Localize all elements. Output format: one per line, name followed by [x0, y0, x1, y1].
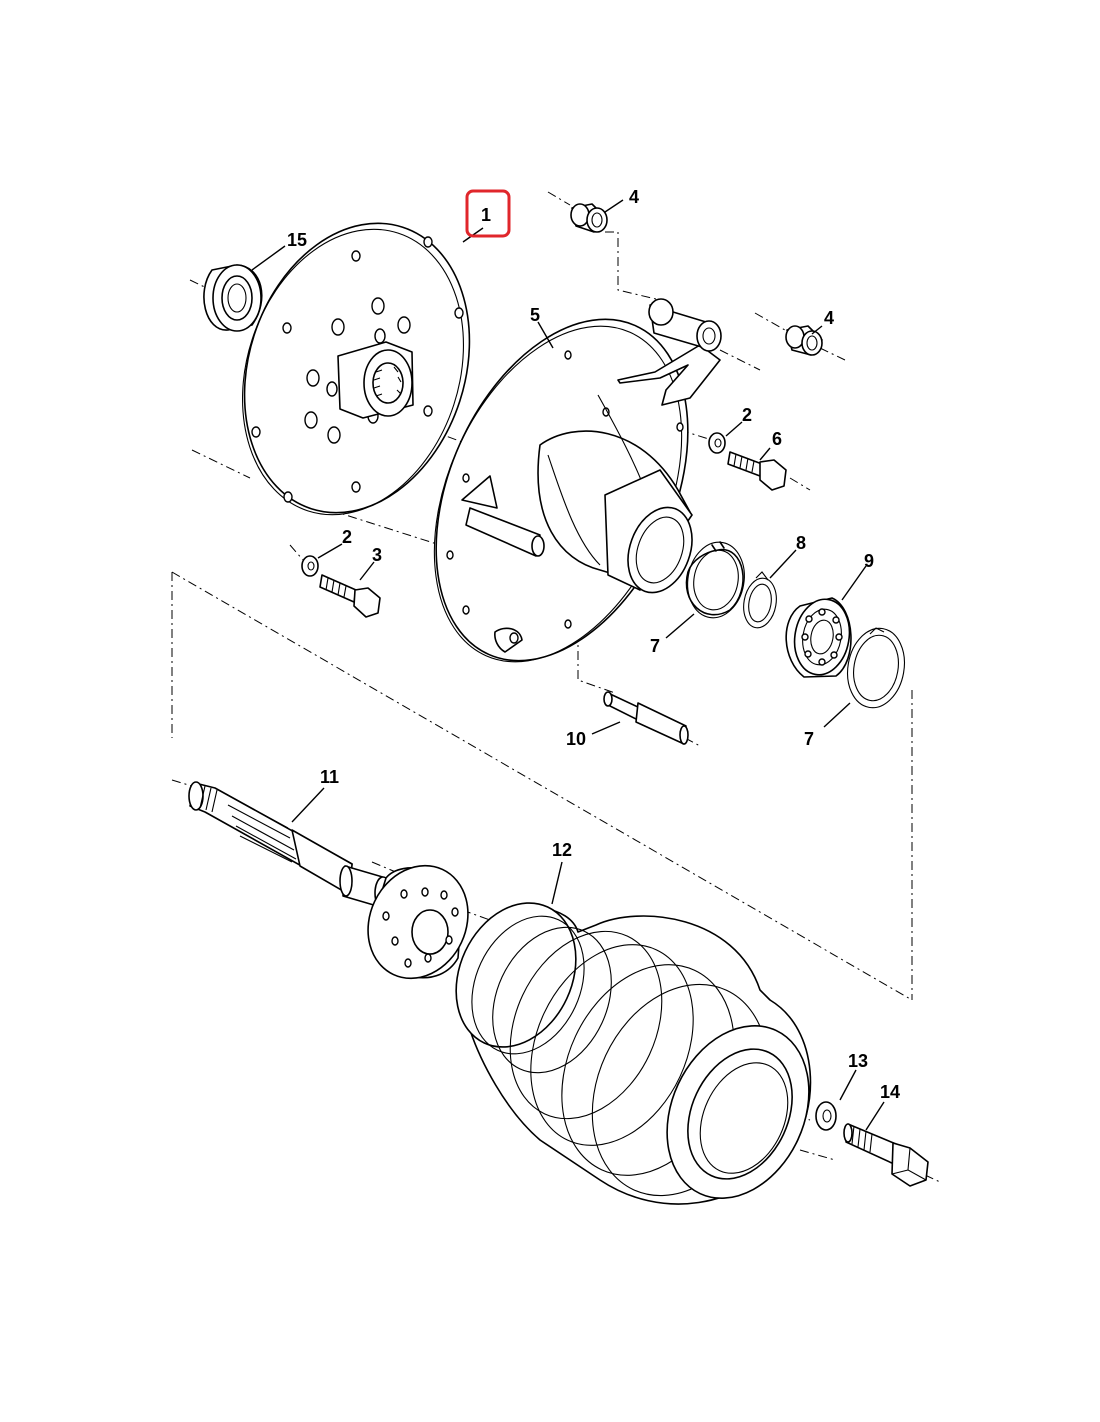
- part-10-pin: [603, 691, 689, 745]
- part-7-circlip-outer: [847, 627, 905, 709]
- callout-1[interactable]: 1: [481, 205, 491, 225]
- part-12-pulley: [455, 902, 812, 1205]
- part-3-bolt: [319, 574, 381, 618]
- callout-15[interactable]: 15: [287, 230, 307, 250]
- part-5-bell-housing: [433, 298, 722, 663]
- callout-12[interactable]: 12: [552, 840, 572, 860]
- part-4-bushing-upper: [570, 203, 608, 233]
- callout-8[interactable]: 8: [796, 533, 806, 553]
- callout-2-lower[interactable]: 2: [342, 527, 352, 547]
- part-11-drive-shaft: [188, 781, 469, 980]
- part-8-spring-clip: [743, 571, 777, 629]
- callout-14[interactable]: 14: [880, 1082, 900, 1102]
- leader-lines: [251, 199, 885, 1131]
- callout-9[interactable]: 9: [864, 551, 874, 571]
- callout-2-upper[interactable]: 2: [742, 405, 752, 425]
- callout-13[interactable]: 13: [848, 1051, 868, 1071]
- part-13-washer: [815, 1101, 837, 1131]
- callout-7-outer[interactable]: 7: [804, 729, 814, 749]
- callout-11[interactable]: 11: [320, 767, 339, 787]
- callout-labels: 1 15 4 4 5 2 6 2 3 8 9 7 7 10 11 12 13 1…: [287, 187, 900, 1102]
- callout-5[interactable]: 5: [530, 305, 540, 325]
- callout-10[interactable]: 10: [566, 729, 586, 749]
- part-15-seal: [203, 264, 263, 332]
- callout-4-upper[interactable]: 4: [629, 187, 639, 207]
- part-14-bolt: [843, 1123, 929, 1187]
- part-1-drive-plate: [242, 222, 471, 516]
- callout-3[interactable]: 3: [372, 545, 382, 565]
- highlight-box-item-1: [465, 189, 511, 238]
- callout-7-inner[interactable]: 7: [650, 636, 660, 656]
- part-9-ball-bearing: [785, 597, 852, 678]
- callout-6[interactable]: 6: [772, 429, 782, 449]
- part-6-bolt: [727, 451, 787, 491]
- part-2-washer-upper: [708, 432, 726, 454]
- callout-4-lower[interactable]: 4: [824, 308, 834, 328]
- part-7-circlip-inner: [685, 541, 745, 619]
- part-2-washer-lower: [301, 555, 319, 577]
